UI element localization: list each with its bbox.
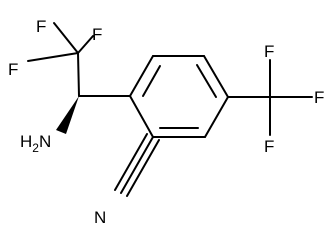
atom-f-top-left: F — [36, 17, 46, 36]
atom-f-mid-left: F — [8, 60, 18, 79]
nitrile-triple-bond-2 — [114, 133, 148, 191]
ring-bond-3 — [203, 55, 229, 98]
wedge-bond-to-amine — [56, 96, 79, 134]
amine-hydrogen: H — [20, 132, 32, 151]
nitrile-group: N — [94, 133, 160, 227]
ring-bond-6 — [129, 95, 154, 138]
ring-double-bond-inner-1 — [142, 65, 161, 97]
left-trifluoromethyl-group: F F F — [8, 17, 102, 79]
ring-double-bond-inner-2 — [196, 64, 217, 98]
nitrile-triple-bond-3 — [126, 139, 160, 197]
atom-nitrile-nitrogen: N — [94, 208, 106, 227]
atom-f-cf3-bottom: F — [264, 137, 274, 156]
atom-f-top-right: F — [92, 25, 102, 44]
ring-bond-1 — [129, 55, 154, 97]
bond-cf3-chiral-carbon — [77, 52, 80, 97]
benzene-ring — [129, 55, 229, 138]
atom-f-cf3-top: F — [264, 42, 274, 61]
ring-bond-4 — [204, 96, 229, 138]
bond-c-f-top-right — [77, 35, 94, 54]
nitrile-triple-bond-1 — [120, 136, 154, 194]
bond-c-f-mid-left — [27, 52, 79, 62]
right-trifluoromethyl-group: F F F — [227, 42, 324, 156]
amine-subscript: 2 — [32, 141, 39, 155]
amine-nitrogen: N — [39, 132, 51, 151]
atom-amine-group: H2N — [20, 132, 51, 155]
atom-f-cf3-right: F — [314, 88, 324, 107]
bond-c-f-top-left — [53, 22, 79, 54]
